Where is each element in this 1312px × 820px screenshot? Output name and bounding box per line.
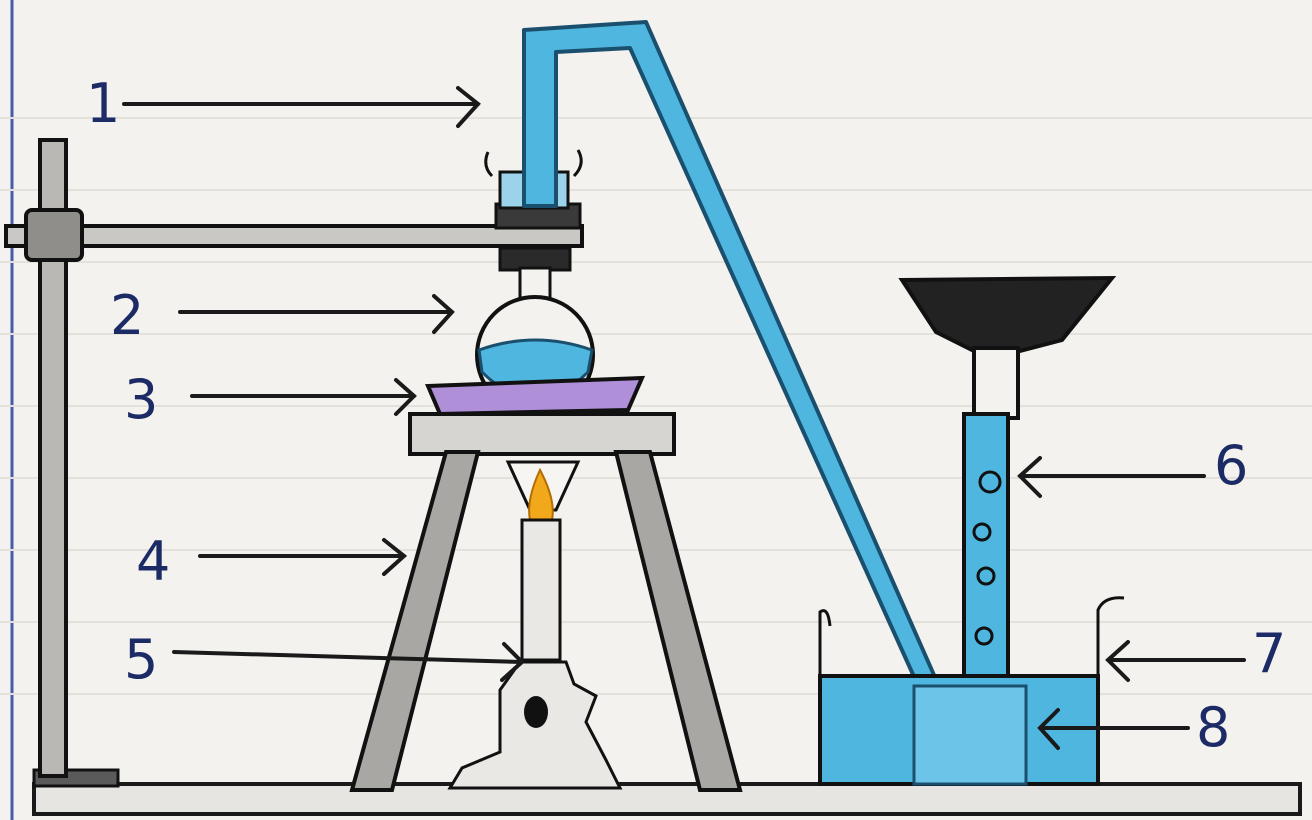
retort-stand <box>6 140 582 786</box>
label-4: 4 <box>136 530 170 593</box>
label-3: 3 <box>124 368 158 431</box>
wire-gauze <box>428 378 642 414</box>
arrow-4 <box>200 540 404 574</box>
arrow-1 <box>124 88 478 126</box>
arrow-5 <box>174 644 522 680</box>
base-board <box>34 784 1300 814</box>
arrow-6 <box>1020 458 1204 496</box>
bunsen-burner <box>450 462 620 788</box>
arrow-7 <box>1108 642 1244 680</box>
label-2: 2 <box>110 284 144 347</box>
arrow-2 <box>180 296 452 332</box>
gas-jar <box>902 278 1112 714</box>
arrow-3 <box>192 380 414 414</box>
label-6: 6 <box>1214 434 1248 497</box>
label-1: 1 <box>86 72 120 135</box>
label-8: 8 <box>1196 696 1230 759</box>
label-5: 5 <box>124 628 158 691</box>
label-7: 7 <box>1252 622 1286 685</box>
